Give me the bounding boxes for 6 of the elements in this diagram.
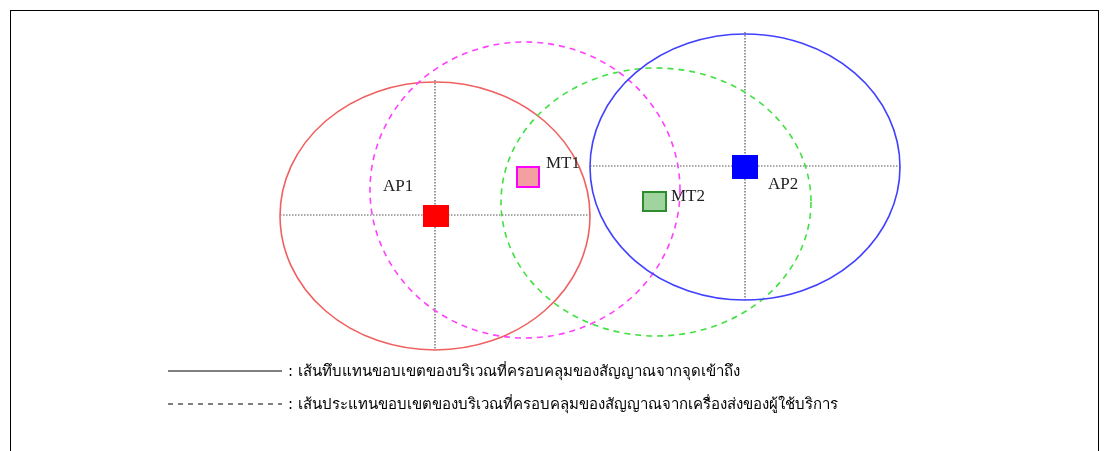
legend-text: : เส้นทึบแทนขอบเขตของบริเวณที่ครอบคลุมของสัญญาณจากจุดเข้าถึง (288, 362, 740, 381)
station-label: MT1 (546, 154, 580, 171)
station-label: AP2 (768, 175, 799, 192)
station-label: MT2 (671, 187, 705, 204)
station-label: AP1 (383, 177, 414, 194)
legend-text: : เส้นประแทนขอบเขตของบริเวณที่ครอบคลุมของสัญญาณจากเครื่องส่งของผู้ใช้บริการ (288, 394, 838, 414)
